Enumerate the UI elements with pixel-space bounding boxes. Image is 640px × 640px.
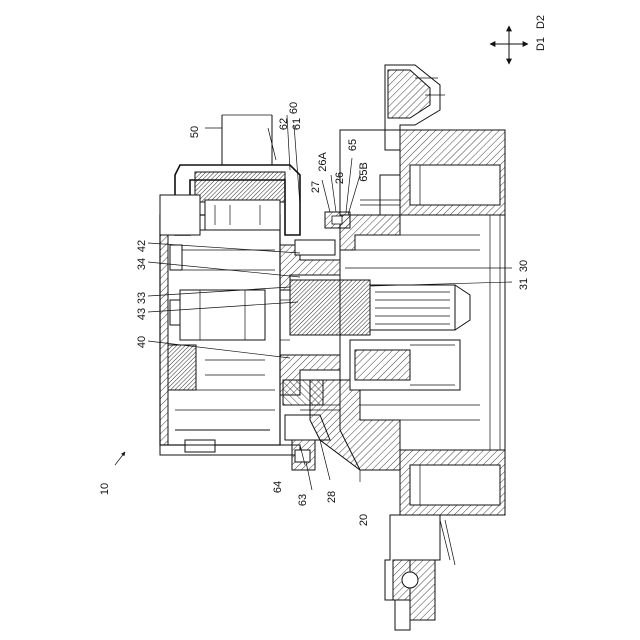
d2-label: D2	[535, 15, 547, 29]
cover-60	[160, 165, 300, 235]
label-61: 61	[291, 118, 303, 130]
label-20: 20	[358, 514, 370, 526]
label-40: 40	[136, 336, 148, 348]
label-60: 60	[288, 102, 300, 114]
connector-50	[222, 115, 272, 165]
lower-bracket	[385, 515, 455, 630]
label-50: 50	[189, 126, 201, 138]
label-63: 63	[297, 494, 309, 506]
label-65: 65	[347, 139, 359, 151]
label-30: 30	[518, 260, 530, 272]
label-26a: 26A	[317, 152, 329, 172]
label-43: 43	[136, 308, 148, 320]
label-62: 62	[278, 118, 290, 130]
label-64: 64	[272, 481, 284, 493]
direction-indicator: D2 D1	[490, 15, 547, 64]
label-65b: 65B	[358, 162, 370, 182]
shaft-30	[290, 280, 470, 390]
label-26: 26	[334, 172, 346, 184]
label-33: 33	[136, 292, 148, 304]
label-28: 28	[326, 491, 338, 503]
label-31: 31	[518, 278, 530, 290]
motor-housing	[160, 215, 300, 455]
label-42: 42	[136, 240, 148, 252]
label-27: 27	[310, 181, 322, 193]
d1-label: D1	[535, 37, 547, 51]
label-34: 34	[136, 258, 148, 270]
label-10: 10	[99, 483, 111, 495]
